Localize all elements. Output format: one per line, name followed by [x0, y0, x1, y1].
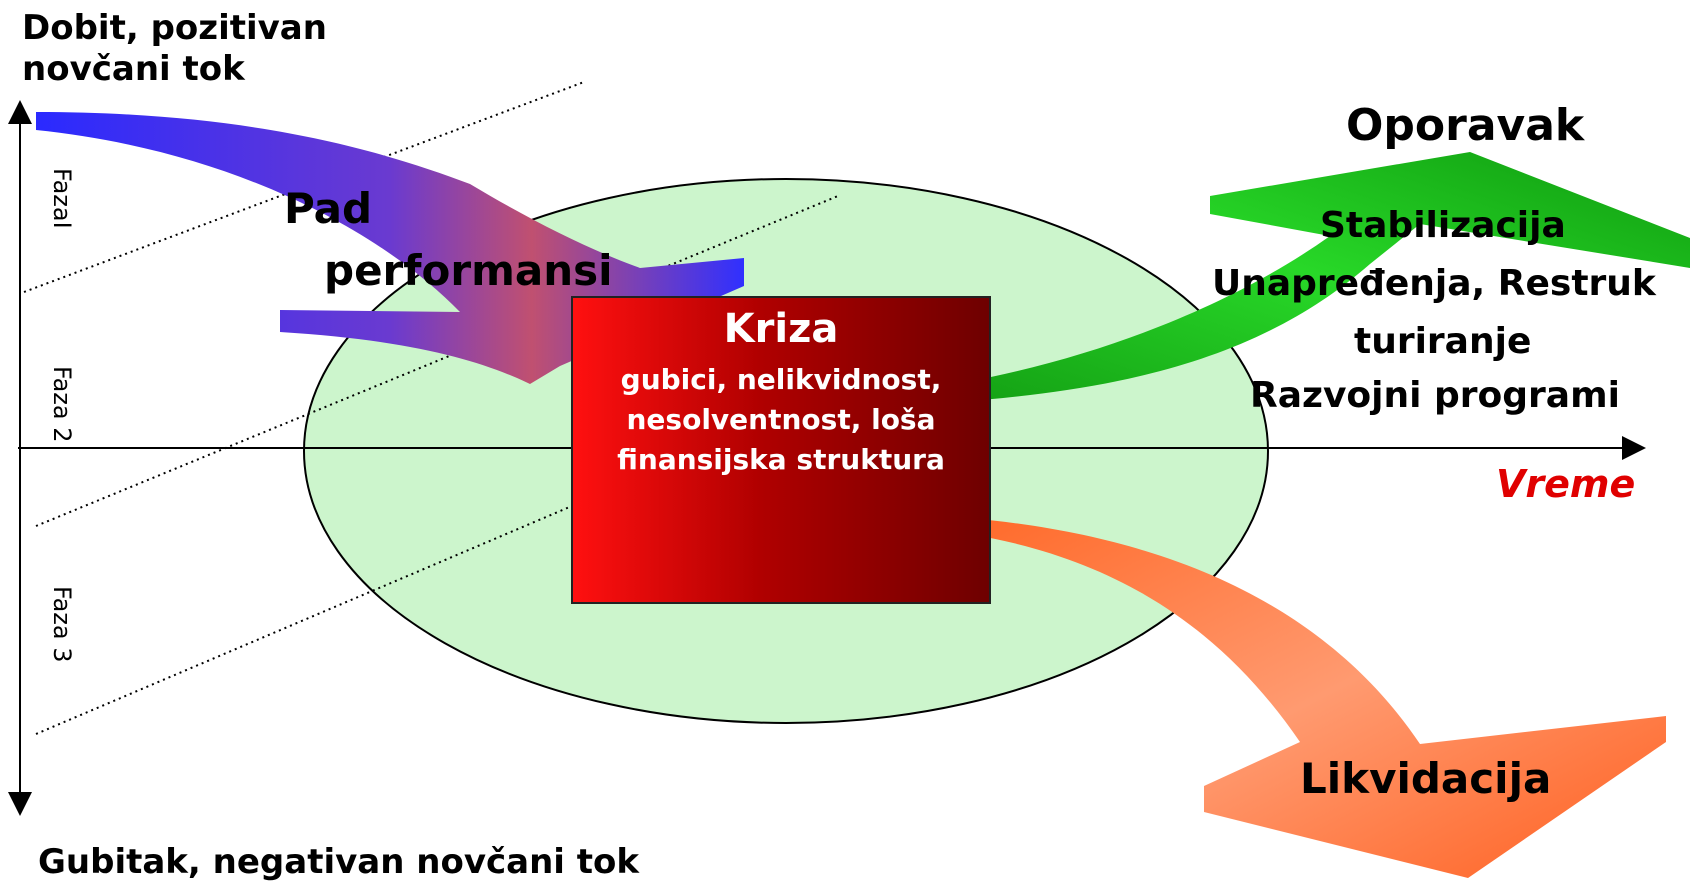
phase-label-1: FazaI	[48, 168, 76, 229]
recovery-line1: Stabilizacija	[1320, 205, 1566, 246]
phase-label-2: Faza 2	[48, 366, 76, 443]
phase-divider-1	[23, 81, 585, 293]
y-axis-top-label: Dobit, pozitivan novčani tok	[22, 8, 327, 90]
crisis-title: Kriza	[723, 306, 839, 352]
phase-divider-2	[35, 195, 839, 527]
recovery-line3: turiranje	[1354, 321, 1532, 362]
decline-label-line2: performansi	[324, 246, 613, 295]
y-axis-top-label-line1: Dobit, pozitivan	[22, 8, 327, 48]
crisis-description: gubici, nelikvidnost, nesolventnost, loš…	[617, 363, 945, 476]
x-axis-label: Vreme	[1496, 462, 1636, 506]
recovery-line4: Razvojni programi	[1250, 375, 1620, 416]
liquidation-label: Likvidacija	[1300, 754, 1552, 803]
recovery-arrow	[956, 152, 1690, 402]
liquidation-arrow	[968, 518, 1666, 878]
recovery-line2: Unapređenja, Restruk	[1212, 263, 1656, 304]
crisis-box: Kriza gubici, nelikvidnost, nesolventnos…	[571, 296, 991, 604]
y-axis-top-label-line2: novčani tok	[22, 48, 245, 89]
recovery-title: Oporavak	[1346, 100, 1585, 151]
phase-label-3: Faza 3	[48, 586, 76, 663]
phase-divider-3	[35, 385, 855, 735]
decline-arrow	[36, 112, 744, 384]
y-axis-bottom-label: Gubitak, negativan novčani tok	[38, 842, 640, 882]
decline-label-line1: Pad	[284, 184, 373, 233]
